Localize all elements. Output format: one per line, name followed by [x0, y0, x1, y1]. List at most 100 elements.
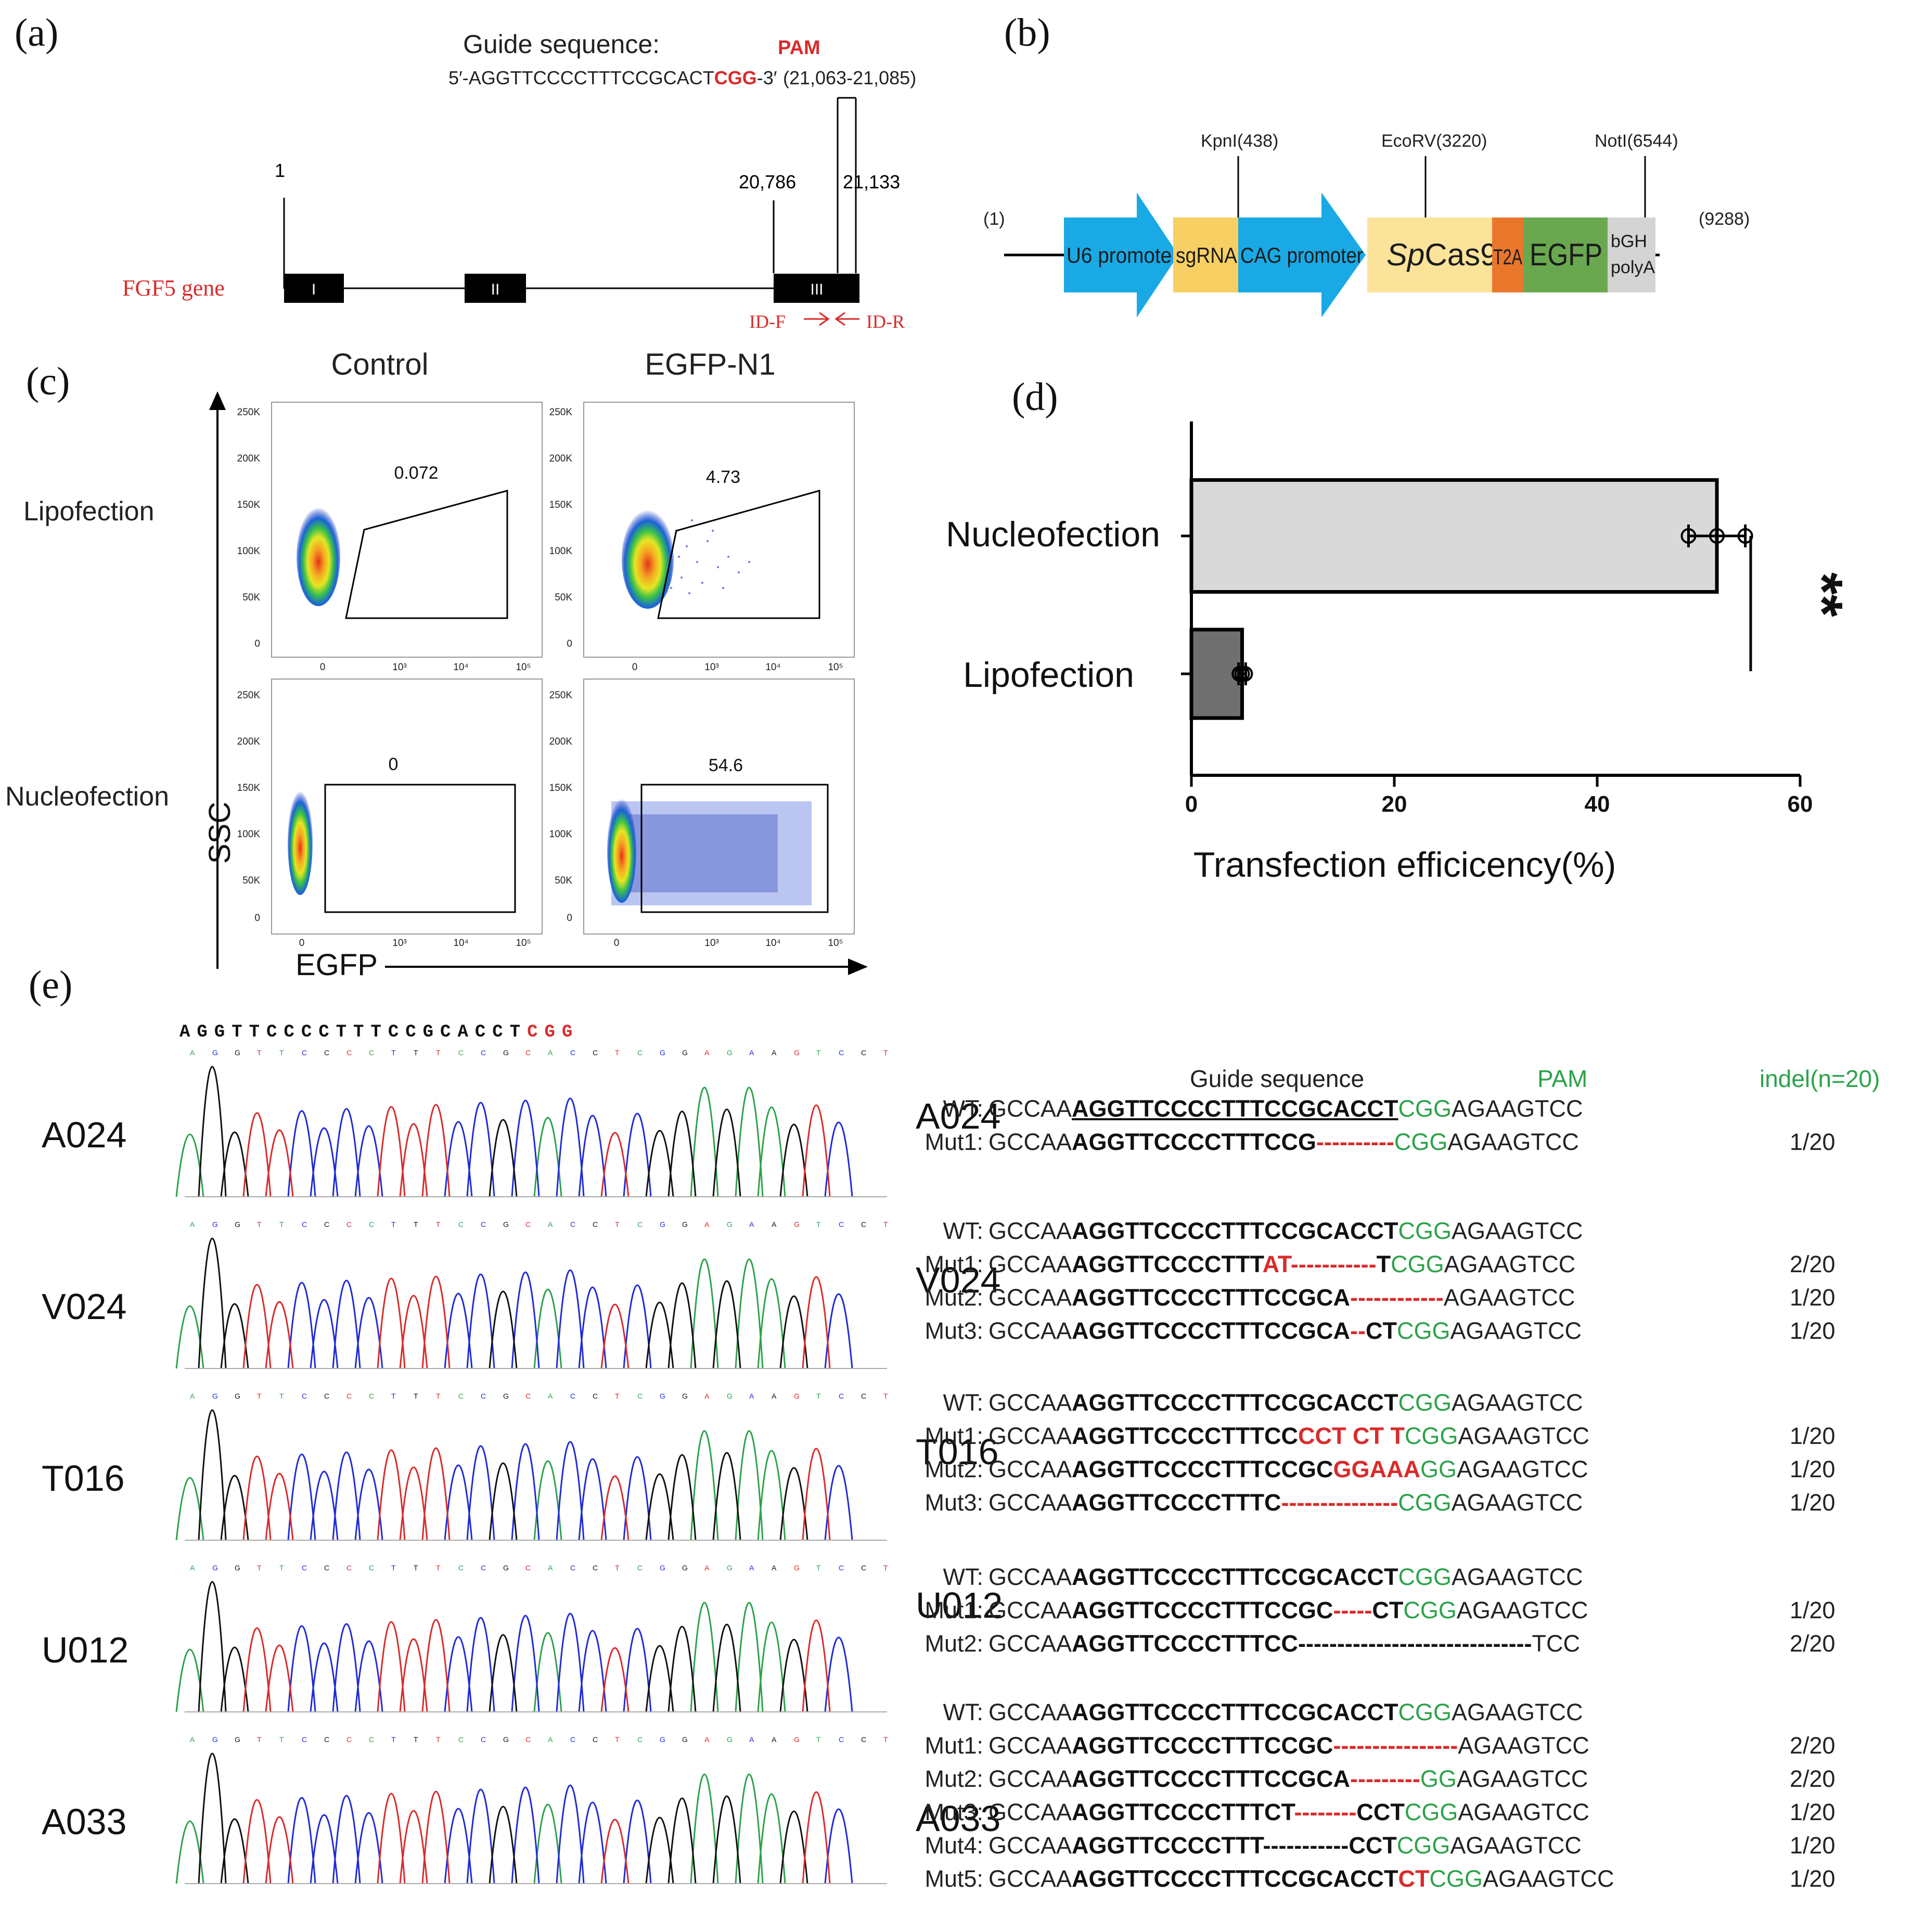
- base-call: C: [593, 1735, 598, 1744]
- indel-count: 1/20: [1790, 1865, 1835, 1892]
- seq-prefix: GCCAA: [988, 1423, 1072, 1449]
- base-call: C: [593, 1220, 598, 1229]
- alignment-row: Mut3:GCCAAAGGTTCCCCTTTCCGCA--CTCGGAGAAGT…: [916, 1317, 1904, 1349]
- bgh-polya-block: [1608, 217, 1655, 292]
- seq-suffix: AGAAGTCC: [1456, 1456, 1588, 1482]
- scatter-cloud: [611, 801, 812, 905]
- base-call: C: [302, 1220, 307, 1229]
- gate-value: 0: [389, 754, 399, 774]
- base-call: C: [525, 1392, 531, 1400]
- data-point-1-2: [1237, 666, 1253, 682]
- base-call: A: [772, 1392, 777, 1400]
- row-sequence: GCCAAAGGTTCCCCTTTCCGCACCTCGGAGAAGTCC: [988, 1699, 1583, 1726]
- seq-suffix: AGAAGTCC: [1451, 1489, 1583, 1516]
- base-call: T: [436, 1392, 441, 1400]
- base-call: A: [548, 1220, 553, 1229]
- svg-text:10⁵: 10⁵: [828, 938, 843, 949]
- panel-d-label: (d): [1012, 375, 1058, 419]
- row-sequence: GCCAAAGGTTCCCCTTTCCGCA--CTCGGAGAAGTCC: [988, 1317, 1582, 1345]
- seq-green: CGG: [1398, 1389, 1452, 1416]
- bar-nucleofection: [1189, 478, 1719, 594]
- base-call: A: [749, 1392, 754, 1400]
- row-label: Mut1:: [925, 1732, 983, 1759]
- seq-dash: ------------------------------: [1298, 1630, 1532, 1657]
- seq-suffix: AGAAGTCC: [1451, 1218, 1583, 1244]
- indel-count: 1/20: [1790, 1129, 1835, 1155]
- u6-promoter-label: U6 promoter: [1067, 243, 1178, 267]
- base-call: T: [391, 1048, 396, 1057]
- seq-bold: AGGTTCCCCTTTCCGCACCT: [1072, 1699, 1398, 1725]
- indel-count: 1/20: [1790, 1489, 1835, 1516]
- seq-green: CGG: [1403, 1597, 1457, 1623]
- seq-bold: AGGTTCCCCTTTCCGC: [1072, 1732, 1333, 1759]
- row-sequence: GCCAAAGGTTCCCCTTTCC---------------------…: [988, 1630, 1580, 1657]
- cell-population: [622, 510, 674, 609]
- base-call: T: [436, 1220, 441, 1229]
- base-call: C: [593, 1564, 598, 1572]
- base-call: C: [324, 1220, 329, 1229]
- seq-green: CGG: [1398, 1095, 1452, 1122]
- row-sequence: GCCAAAGGTTCCCCTTTCCGCACCTCGGAGAAGTCC: [988, 1095, 1583, 1122]
- t2a-label: T2A: [1493, 245, 1522, 269]
- base-call: A: [704, 1564, 710, 1572]
- seq-bold: AGGTTCCCCTTTCCGCACCT: [1072, 1095, 1398, 1122]
- base-call: G: [503, 1048, 509, 1057]
- trace-peaks: [242, 1447, 831, 1541]
- seq-red: CCT CT T: [1298, 1423, 1405, 1449]
- row-label: Mut2:: [925, 1630, 983, 1657]
- svg-text:200K: 200K: [237, 453, 261, 464]
- seq-green: CGG: [1396, 1317, 1450, 1344]
- gate-value: 4.73: [706, 467, 740, 487]
- data-point-0-0: [1680, 528, 1697, 544]
- base-call: T: [279, 1048, 284, 1057]
- row-label: WT:: [943, 1699, 983, 1725]
- base-call: C: [637, 1048, 643, 1057]
- trace-peaks: [287, 1441, 853, 1541]
- alignment-row: Mut2:GCCAAAGGTTCCCCTTTCCGCA------------A…: [916, 1284, 1904, 1315]
- seq-prefix: GCCAA: [988, 1630, 1072, 1657]
- base-call: A: [704, 1220, 710, 1229]
- base-call: T: [615, 1220, 620, 1229]
- base-call: A: [190, 1048, 195, 1057]
- base-call: T: [816, 1392, 821, 1400]
- row-sequence: GCCAAAGGTTCCCCTTTCCG----------CGGAGAAGTC…: [988, 1129, 1579, 1156]
- seq-prefix: GCCAA: [988, 1865, 1072, 1892]
- alignment-row: Mut1:GCCAAAGGTTCCCCTTTCCGC--------------…: [916, 1732, 1904, 1763]
- seq-prefix: GCCAA: [988, 1389, 1072, 1416]
- panel-b-vector-map: (1) (9288) KpnI(438) EcoRV(3220) NotI(65…: [983, 131, 1750, 317]
- sample-label: A024: [42, 1115, 126, 1155]
- bar-lipofection: [1189, 628, 1244, 720]
- base-call: G: [212, 1392, 218, 1400]
- base-call: A: [548, 1735, 553, 1744]
- seq-bold: AGGTTCCCCTTTCCGCACCT: [1072, 1218, 1398, 1244]
- seq-prefix: GCCAA: [988, 1699, 1072, 1725]
- base-call: A: [772, 1735, 777, 1744]
- base-call: G: [660, 1220, 665, 1229]
- exon-3-label: III: [810, 281, 823, 298]
- svg-text:100K: 100K: [237, 546, 261, 557]
- base-call: G: [794, 1564, 800, 1572]
- alignment-row: WT:GCCAAAGGTTCCCCTTTCCGCACCTCGGAGAAGTCC: [916, 1218, 1904, 1249]
- base-call: A: [772, 1564, 777, 1572]
- position-20786: 20,786: [739, 171, 796, 193]
- panel-c-flow-cytometry: Control EGFP-N1 Lipofection Nucleofectio…: [5, 348, 868, 982]
- sample-label: V024: [42, 1286, 126, 1327]
- guide-coords: (21,063-21,085): [783, 67, 916, 88]
- seq-prefix: GCCAA: [988, 1284, 1072, 1311]
- col-header-egfp-n1: EGFP-N1: [645, 348, 775, 381]
- row-sequence: GCCAAAGGTTCCCCTTTCCGCACCTCTCGGAGAAGTCC: [988, 1865, 1614, 1892]
- alignment-header: Guide sequence PAM indel(n=20): [916, 1061, 1904, 1093]
- seq-green: CGG: [1398, 1489, 1452, 1516]
- seq-prefix: GCCAA: [988, 1095, 1072, 1122]
- base-call: C: [481, 1392, 486, 1400]
- row-sequence: GCCAAAGGTTCCCCTTTC---------------CGGAGAA…: [988, 1489, 1583, 1516]
- seq-suffix: AGAAGTCC: [1443, 1284, 1575, 1311]
- base-call: C: [302, 1564, 307, 1572]
- primer-id-f: ID-F: [749, 311, 786, 332]
- base-call: C: [570, 1392, 575, 1400]
- x-tick-label-20: 20: [1382, 791, 1407, 817]
- base-call: G: [727, 1735, 733, 1744]
